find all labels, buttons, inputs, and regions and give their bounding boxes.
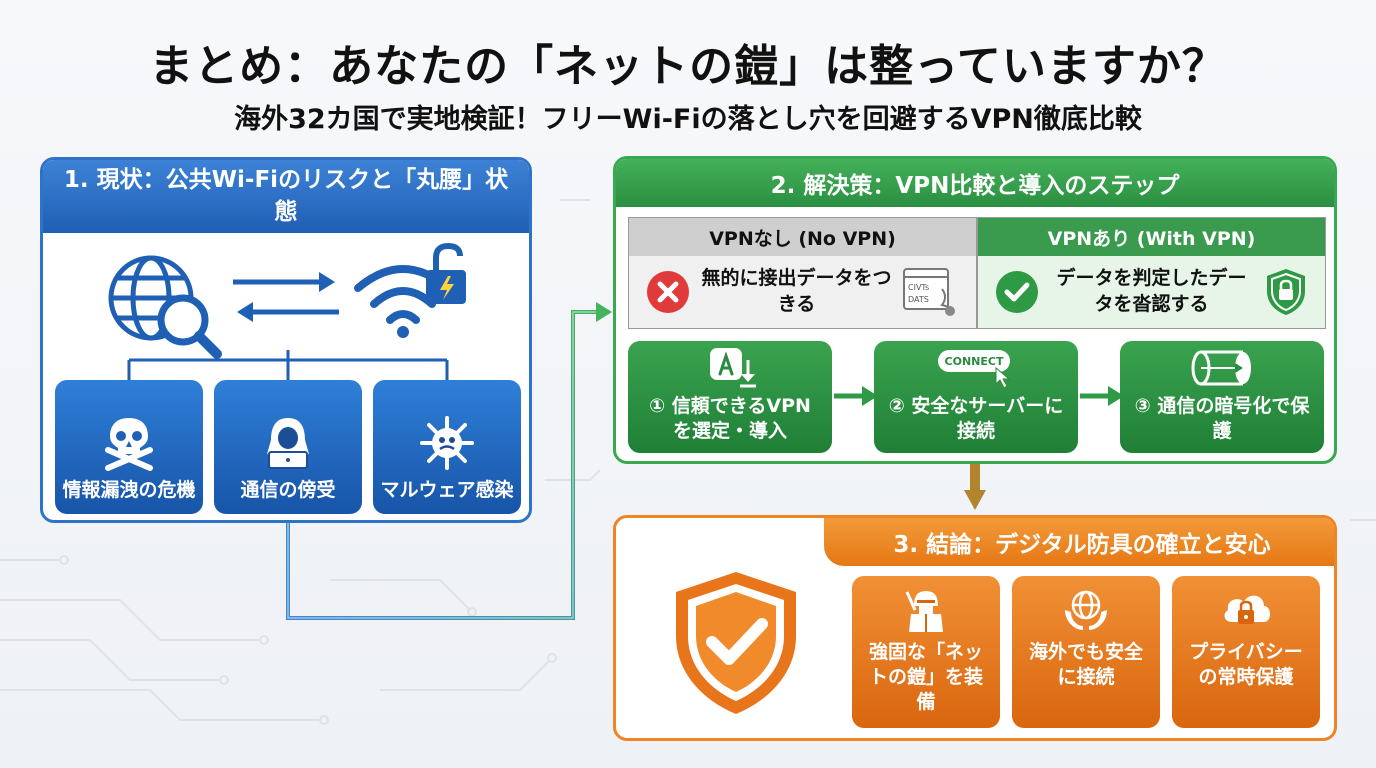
risk-label: 通信の傍受 xyxy=(240,479,336,502)
result-privacy: プライバシーの常時保護 xyxy=(1172,576,1320,728)
globe-hands-icon xyxy=(1065,590,1107,630)
knight-armor-icon xyxy=(905,591,943,632)
panel-current-situation: 1. 現状：公共Wi-Fiのリスクと「丸腰」状態 xyxy=(40,157,532,523)
result-label: プライバシーの常時保護 xyxy=(1189,641,1303,689)
step-connect-server: CONNECT ② 安全なサーバーに接続 xyxy=(874,341,1078,453)
globe-search-icon xyxy=(108,255,222,359)
risk-label: 情報漏洩の危機 xyxy=(62,479,196,502)
connect-icon-text: CONNECT xyxy=(945,355,1004,368)
wifi-unlocked-icon xyxy=(354,242,466,338)
page-title: まとめ：あなたの「ネットの鎧」は整っていますか？ xyxy=(149,41,1227,92)
data-text-2: DATS xyxy=(908,295,929,304)
step-arrow-1 xyxy=(834,386,878,406)
result-safe-abroad: 海外でも安全に接続 xyxy=(1012,576,1160,728)
data-text-1: CIVTs xyxy=(908,283,929,292)
risk-malware: マルウェア感染 xyxy=(373,380,521,514)
shield-lock-icon xyxy=(1267,269,1305,315)
red-cross-icon xyxy=(647,271,689,313)
no-vpn-header: VPNなし (No VPN) xyxy=(629,218,976,256)
app-store-download-icon xyxy=(710,347,756,388)
cloud-lock-icon xyxy=(1224,595,1270,624)
step-label: ③ 通信の暗号化で保護 xyxy=(1134,394,1310,443)
encrypted-tunnel-icon xyxy=(1191,350,1251,386)
panel3-title: 3. 結論：デジタル防具の確立と安心 xyxy=(824,518,1334,566)
panel1-title: 1. 現状：公共Wi-Fiのリスクと「丸腰」状態 xyxy=(43,160,529,233)
connect-button-icon: CONNECT xyxy=(938,349,1011,389)
with-vpn-text: データを判定したデータを沓認する xyxy=(1056,267,1247,315)
exposed-data-icon: CIVTs DATS xyxy=(903,268,955,316)
big-shield-check-icon xyxy=(676,572,796,714)
virus-icon xyxy=(420,416,474,471)
skull-crossbones-icon xyxy=(105,418,153,472)
with-vpn-header: VPNあり (With VPN) xyxy=(978,218,1325,256)
page-subtitle: 海外32カ国で実地検証！フリーWi-Fiの落とし穴を回避するVPN徹底比較 xyxy=(234,104,1142,135)
result-label: 強固な「ネットの鎧」を装備 xyxy=(868,641,983,714)
risk-data-leak: 情報漏洩の危機 xyxy=(55,380,203,514)
step-arrow-2 xyxy=(1080,386,1124,406)
green-check-icon xyxy=(996,271,1038,313)
comparison-with-vpn: VPNあり (With VPN) データを判定したデータを沓認する xyxy=(977,217,1326,329)
risk-connector-lines xyxy=(127,350,449,380)
step-encrypt: ③ 通信の暗号化で保護 xyxy=(1120,341,1324,453)
panel-conclusion: 3. 結論：デジタル防具の確立と安心 強固な「ネットの鎧」を装備 海外でも安 xyxy=(613,515,1337,741)
result-armor: 強固な「ネットの鎧」を装備 xyxy=(852,576,1000,728)
risk-label: マルウェア感染 xyxy=(380,479,514,502)
risk-interception: 通信の傍受 xyxy=(214,380,362,514)
comparison-no-vpn: VPNなし (No VPN) 無的に接出データをつきる CIVTs DATS xyxy=(628,217,977,329)
no-vpn-text: 無的に接出データをつきる xyxy=(701,267,892,315)
panel-solution: 2. 解決策：VPN比較と導入のステップ VPNなし (No VPN) 無的に接… xyxy=(613,156,1337,464)
hacker-icon xyxy=(267,418,309,470)
result-label: 海外でも安全に接続 xyxy=(1028,641,1143,689)
step-select-vpn: ① 信頼できるVPNを選定・導入 xyxy=(628,341,832,453)
panel2-title: 2. 解決策：VPN比較と導入のステップ xyxy=(616,159,1334,207)
step-label: ① 信頼できるVPNを選定・導入 xyxy=(649,394,811,443)
step-label: ② 安全なサーバーに接続 xyxy=(888,394,1064,443)
exchange-arrows-icon xyxy=(233,272,339,322)
